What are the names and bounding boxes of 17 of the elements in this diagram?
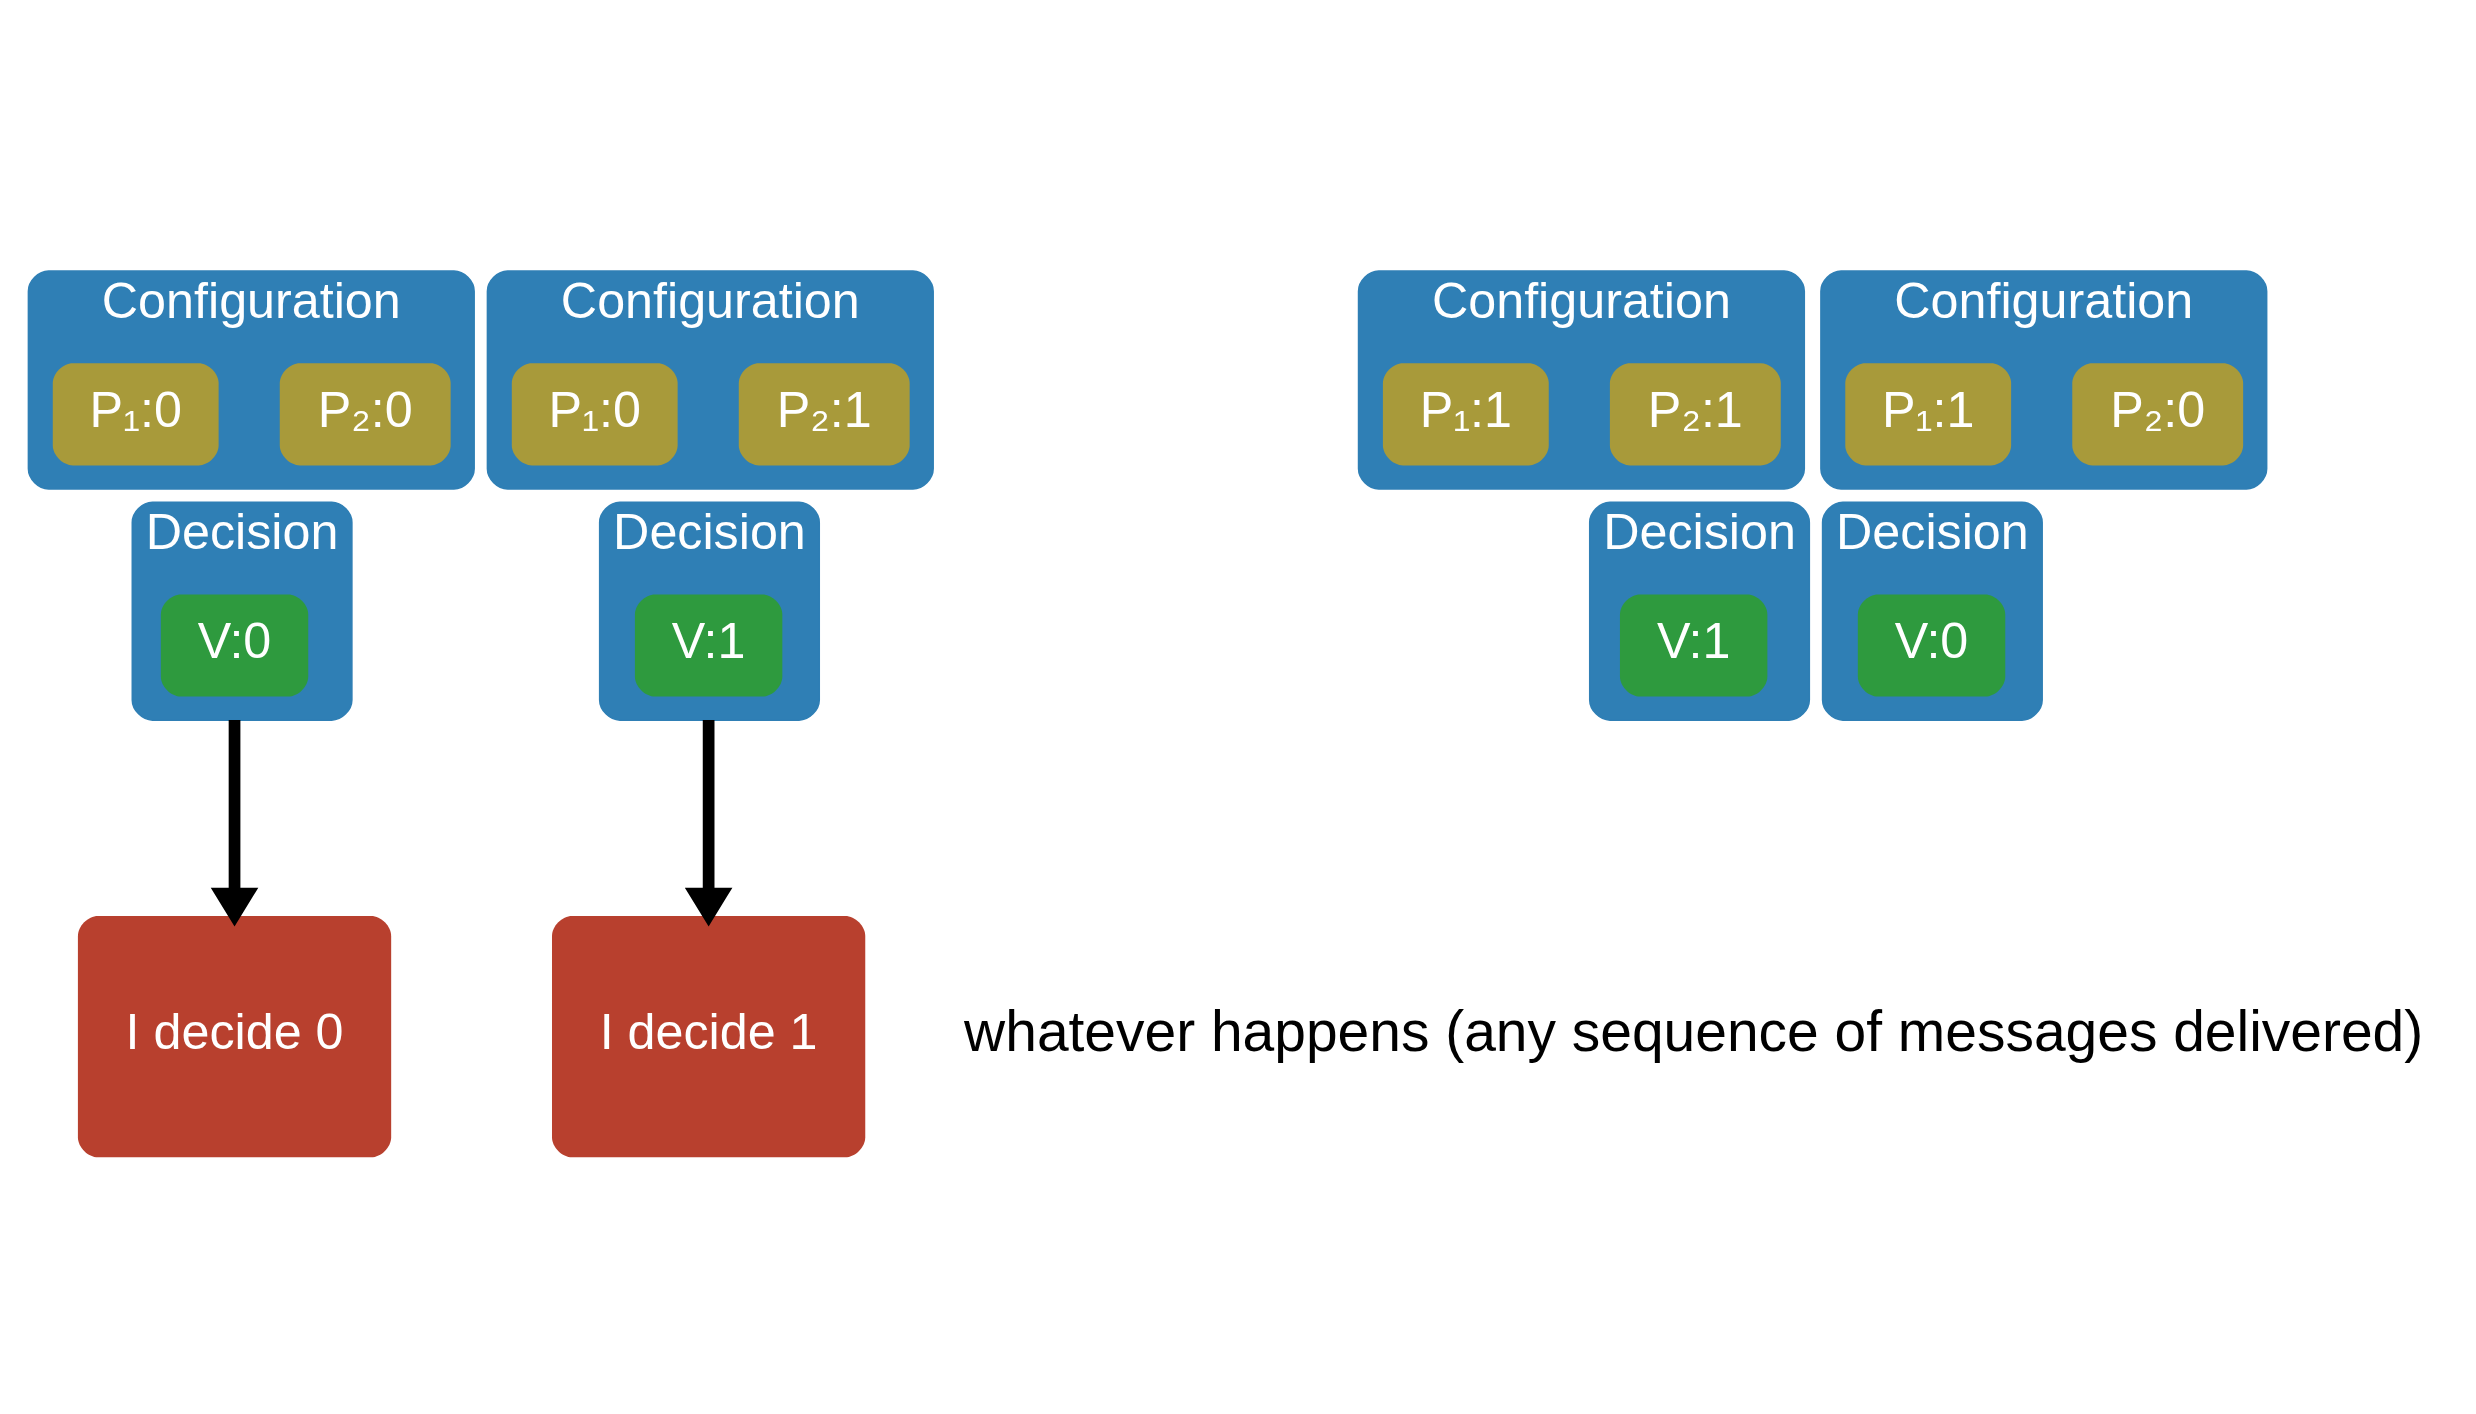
- node-box: P₁:0: [52, 362, 219, 465]
- node-box: V:1: [1619, 593, 1768, 697]
- node-box: P₁:1: [1845, 362, 2012, 465]
- arrow: [684, 719, 733, 926]
- node-box: V:0: [160, 593, 309, 697]
- node-box: P₁:1: [1382, 362, 1549, 465]
- arrow: [210, 719, 259, 926]
- node-box: P₂:0: [2072, 362, 2244, 465]
- label: whatever happens (any sequence of messages delivered): [964, 998, 2424, 1063]
- node-box: P₂:1: [738, 362, 910, 465]
- node-box: P₂:1: [1609, 362, 1781, 465]
- node-box: P₂:0: [279, 362, 451, 465]
- node-box: V:1: [634, 593, 783, 697]
- node-box: I decide 1: [552, 915, 866, 1157]
- node-box: V:0: [1857, 593, 2006, 697]
- node-box: I decide 0: [77, 915, 392, 1157]
- node-box: P₁:0: [511, 362, 678, 465]
